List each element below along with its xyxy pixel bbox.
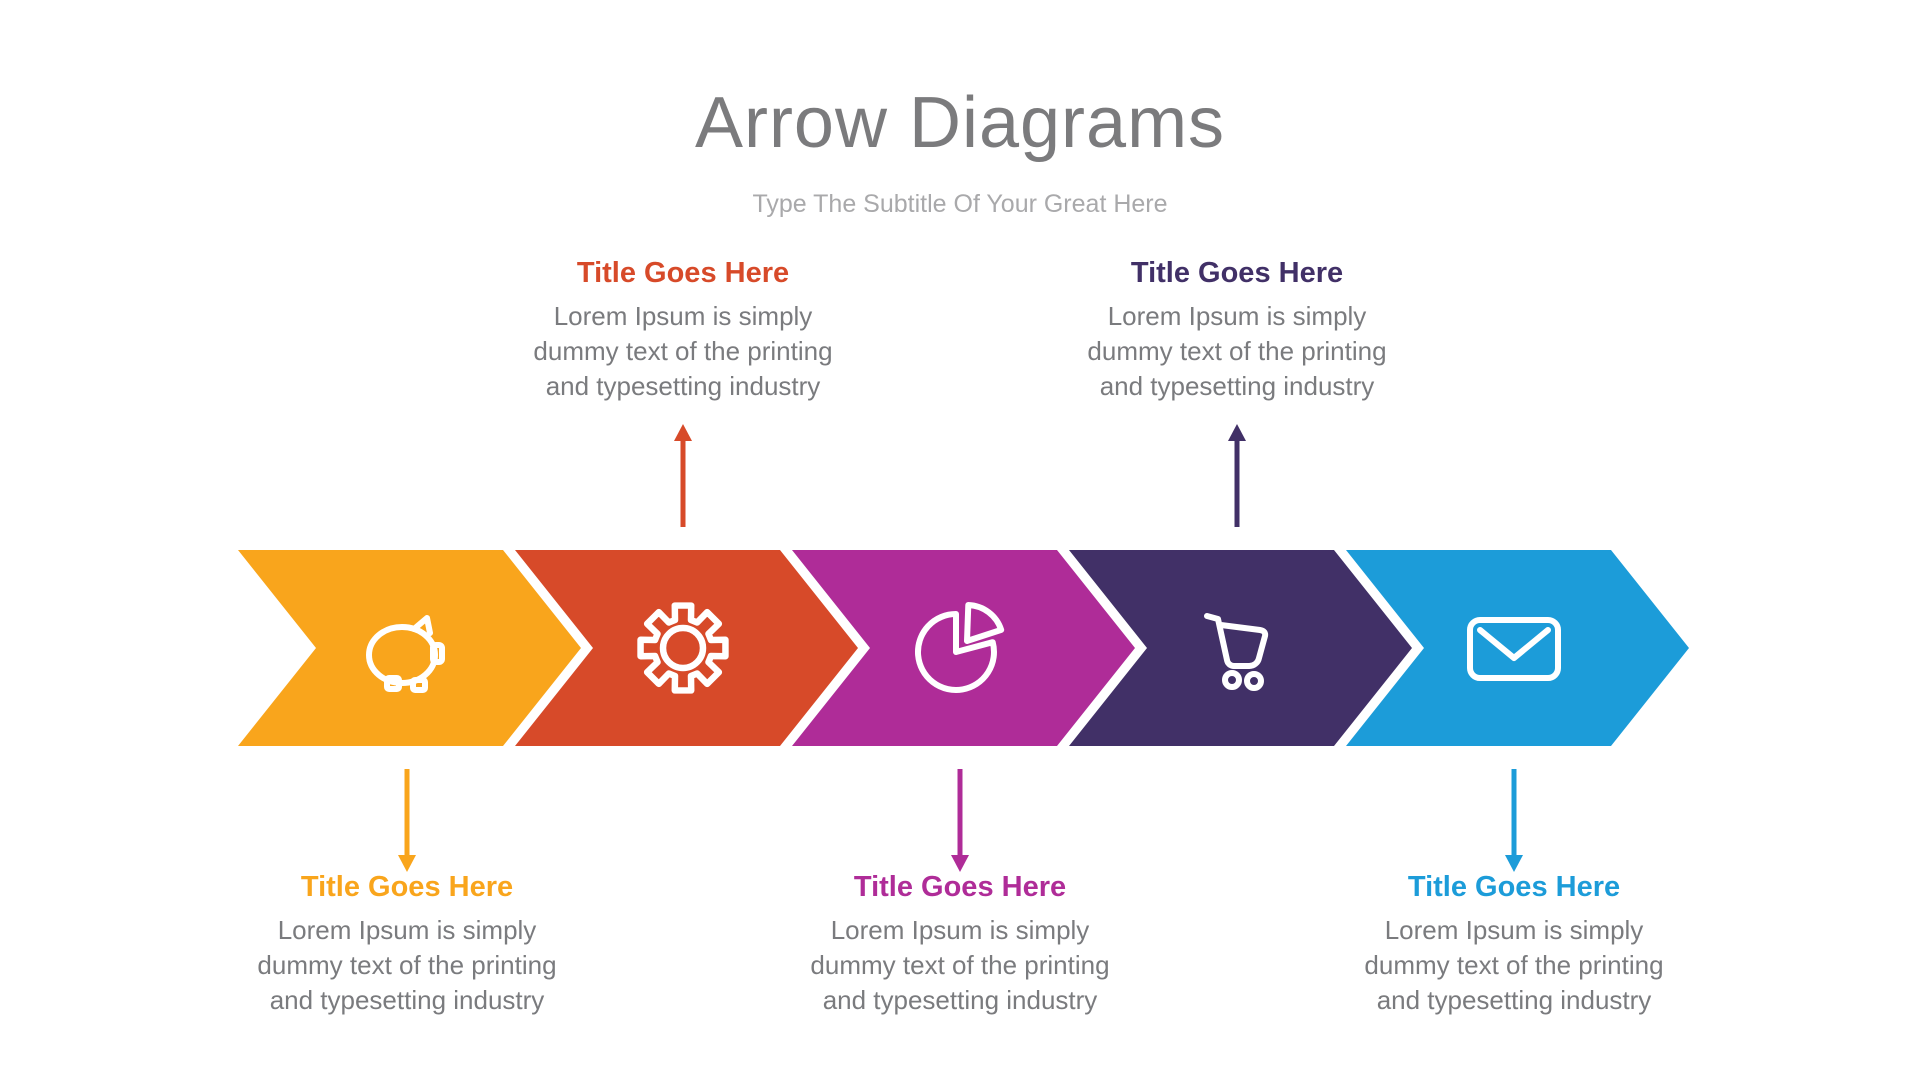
callout-title: Title Goes Here [576, 257, 790, 289]
desc-line: dummy text of the printing [1364, 950, 1664, 980]
pie-chart-icon [915, 602, 1005, 693]
callout-title: Title Goes Here [1407, 871, 1621, 903]
callout-title: Title Goes Here [853, 871, 1067, 903]
arrowhead-up-icon [674, 424, 692, 441]
desc-line: Lorem Ipsum is simply [1384, 915, 1644, 945]
shopping-cart-icon [1204, 613, 1269, 691]
callout-description: Lorem Ipsum is simply dummy text of the … [217, 913, 597, 1018]
envelope-icon [1467, 617, 1561, 681]
connector-arrow-up-step-2 [674, 424, 692, 527]
desc-line: and typesetting industry [545, 371, 821, 401]
gear-icon [637, 602, 729, 694]
chevron-step-4 [1069, 550, 1412, 746]
page-title: Arrow Diagrams [694, 83, 1226, 163]
callout-title: Title Goes Here [300, 871, 514, 903]
arrowhead-down-icon [951, 855, 969, 872]
desc-line: and typesetting industry [1099, 371, 1375, 401]
desc-line: dummy text of the printing [1087, 336, 1387, 366]
desc-line: Lorem Ipsum is simply [553, 301, 813, 331]
desc-line: Lorem Ipsum is simply [1107, 301, 1367, 331]
desc-line: and typesetting industry [1376, 985, 1652, 1015]
callout-step-1: Title Goes Here Lorem Ipsum is simply du… [217, 870, 597, 1018]
callout-description: Lorem Ipsum is simply dummy text of the … [493, 299, 873, 404]
desc-line: and typesetting industry [822, 985, 1098, 1015]
chevron-step-2 [515, 550, 858, 746]
arrowhead-up-icon [1228, 424, 1246, 441]
callout-step-5: Title Goes Here Lorem Ipsum is simply du… [1324, 870, 1704, 1018]
callout-step-3: Title Goes Here Lorem Ipsum is simply du… [770, 870, 1150, 1018]
desc-line: and typesetting industry [269, 985, 545, 1015]
piggy-bank-icon [366, 615, 445, 693]
connector-arrow-up-step-4 [1228, 424, 1246, 527]
callout-description: Lorem Ipsum is simply dummy text of the … [1047, 299, 1427, 404]
chevron-step-5 [1346, 550, 1689, 746]
connector-arrow-down-step-1 [398, 769, 416, 872]
callout-title: Title Goes Here [1130, 257, 1344, 289]
connector-arrow-down-step-3 [951, 769, 969, 872]
callout-step-2: Title Goes Here Lorem Ipsum is simply du… [493, 256, 873, 404]
arrow-band [238, 550, 1689, 746]
desc-line: dummy text of the printing [810, 950, 1110, 980]
desc-line: dummy text of the printing [257, 950, 557, 980]
chevron-step-1 [238, 550, 581, 746]
callout-description: Lorem Ipsum is simply dummy text of the … [770, 913, 1150, 1018]
callout-step-4: Title Goes Here Lorem Ipsum is simply du… [1047, 256, 1427, 404]
arrowhead-down-icon [398, 855, 416, 872]
connector-arrow-down-step-5 [1505, 769, 1523, 872]
page-subtitle: Type The Subtitle Of Your Great Here [752, 190, 1168, 218]
desc-line: Lorem Ipsum is simply [830, 915, 1090, 945]
arrowhead-down-icon [1505, 855, 1523, 872]
callout-description: Lorem Ipsum is simply dummy text of the … [1324, 913, 1704, 1018]
desc-line: Lorem Ipsum is simply [277, 915, 537, 945]
desc-line: dummy text of the printing [533, 336, 833, 366]
